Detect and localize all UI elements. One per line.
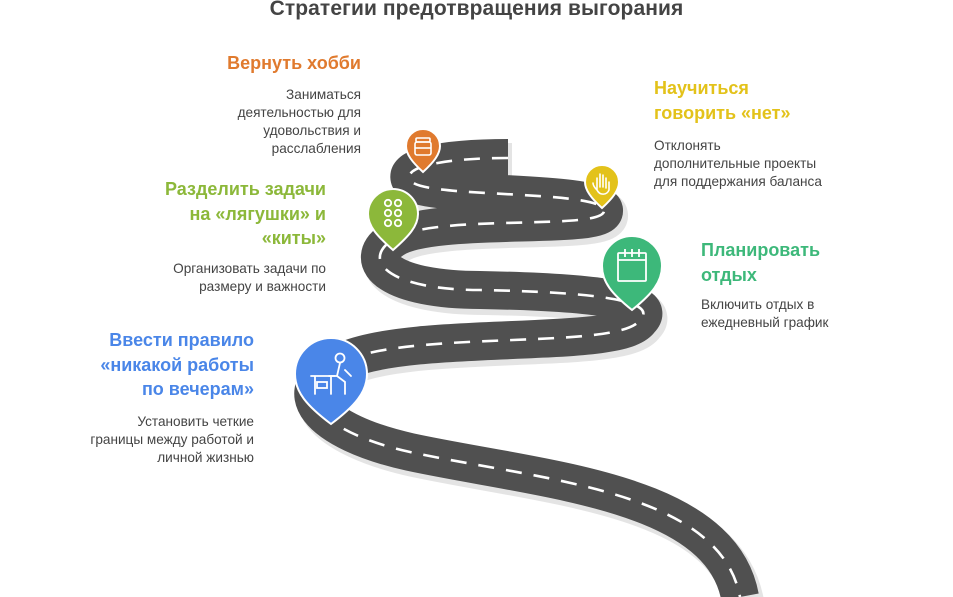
- diagram-title: Стратегии предотвращения выгорания: [269, 0, 684, 20]
- road-center-line: [311, 156, 742, 597]
- stop-hand-icon: [592, 173, 610, 195]
- strategy-say-no-description: Отклонять дополнительные проекты для под…: [654, 138, 822, 189]
- strategy-split-tasks-description: Организовать задачи по размеру и важност…: [173, 261, 326, 294]
- strategy-say-no-heading: Научиться говорить «нет»: [654, 78, 791, 123]
- strategy-no-evening-work-description: Установить четкие границы между работой …: [90, 414, 254, 465]
- jar-icon: [414, 137, 432, 156]
- person-at-desk-icon: [310, 352, 352, 395]
- strategy-no-evening-work-heading: Ввести правило «никакой работы по вечера…: [100, 330, 254, 399]
- pin-split-tasks: [366, 188, 420, 252]
- strategy-plan-rest-description: Включить отдых в ежедневный график: [701, 297, 829, 330]
- strategy-hobby-heading: Вернуть хобби: [227, 53, 361, 73]
- pin-no-evening-work: [293, 337, 369, 426]
- calendar-icon: [617, 249, 647, 282]
- strategy-plan-rest-heading: Планировать отдых: [701, 240, 821, 285]
- pin-say-no: [583, 164, 621, 210]
- pin-plan-rest: [600, 235, 664, 312]
- pin-hobby: [404, 128, 442, 174]
- strategy-hobby-description: Заниматься деятельностью для удовольстви…: [237, 87, 361, 156]
- grid-dots-icon: [383, 198, 403, 228]
- strategy-split-tasks-heading: Разделить задачи на «лягушки» и «киты»: [165, 179, 326, 248]
